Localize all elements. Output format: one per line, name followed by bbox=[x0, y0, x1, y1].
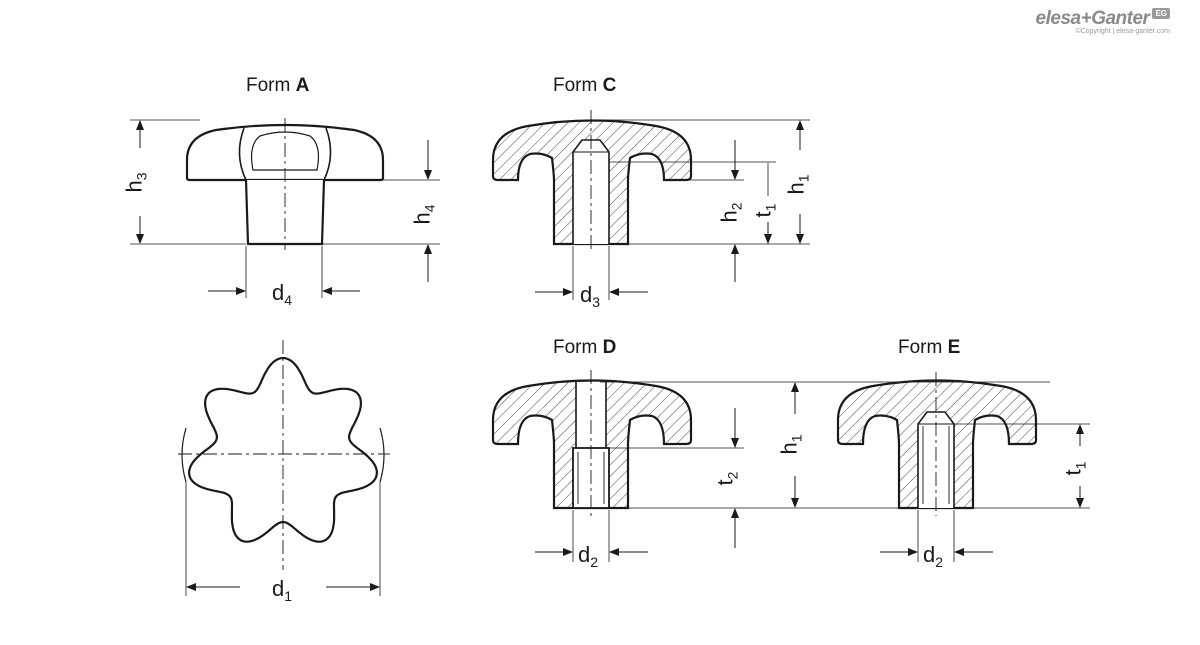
dim-d4: d4 bbox=[272, 280, 293, 308]
form-e-label: Form E bbox=[898, 337, 961, 358]
dim-d2-form-d: d2 bbox=[578, 542, 599, 570]
form-a-label: Form A bbox=[246, 75, 310, 96]
form-d-label: Form D bbox=[553, 337, 617, 358]
copyright-text: ©Copyright | elesa-ganter.com bbox=[1075, 28, 1170, 35]
dim-h1-form-d: h1 bbox=[776, 434, 805, 455]
dim-h1-form-c: h1 bbox=[783, 174, 812, 195]
dim-h2: h2 bbox=[716, 202, 745, 223]
form-c-label: Form C bbox=[553, 75, 617, 96]
form-e-drawing bbox=[836, 372, 1090, 562]
dim-d2-form-e: d2 bbox=[923, 542, 944, 570]
dim-h3: h3 bbox=[121, 172, 150, 193]
top-view-drawing bbox=[178, 340, 390, 596]
form-d-drawing bbox=[491, 370, 1090, 562]
dim-t1-form-e: t1 bbox=[1060, 461, 1089, 476]
dim-t1-form-c: t1 bbox=[750, 203, 779, 218]
form-c-drawing bbox=[491, 110, 810, 300]
dim-t2: t2 bbox=[712, 471, 741, 486]
form-a-drawing bbox=[130, 118, 440, 298]
dim-d3: d3 bbox=[580, 282, 601, 310]
brand-name: elesa+Ganter bbox=[1035, 8, 1150, 29]
dim-h4: h4 bbox=[409, 204, 438, 225]
brand-badge: EG bbox=[1152, 8, 1170, 19]
dim-d1: d1 bbox=[272, 576, 293, 604]
